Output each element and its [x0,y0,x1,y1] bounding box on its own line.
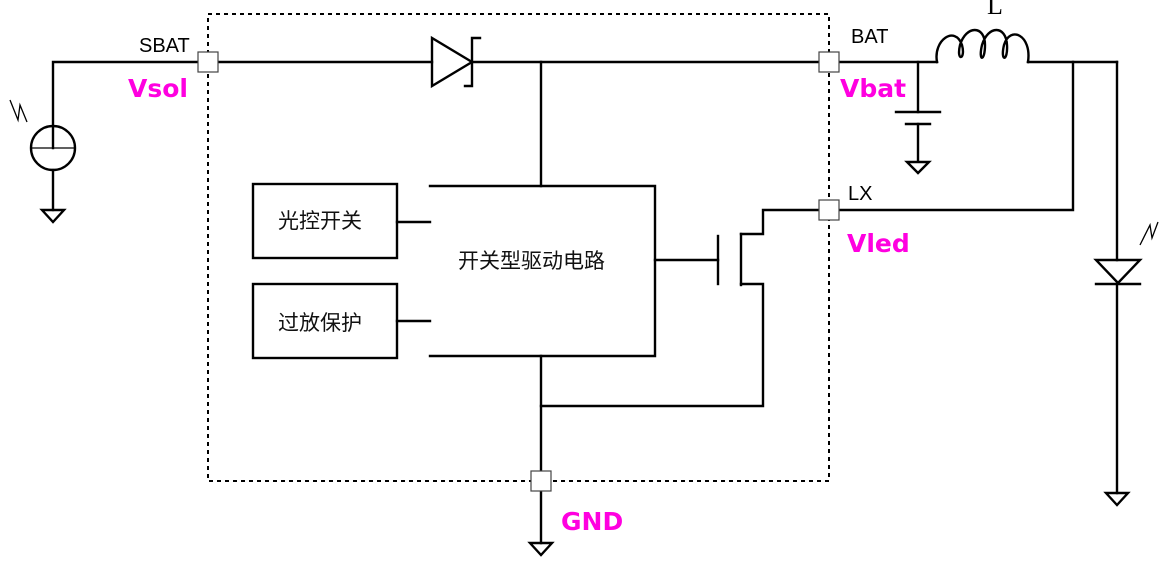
pin-label-lx: LX [848,183,872,205]
driver-block [428,184,720,358]
inductor-label: L [987,0,1003,20]
net-label-vled: Vled [847,229,910,258]
wire-vsol [51,60,210,150]
ground-icon [39,208,67,224]
inductor-icon [935,28,1030,64]
net-label-gnd: GND [561,507,623,536]
pin-sbat [197,51,219,73]
light-emission-icon [1139,221,1159,246]
ground-icon [527,541,555,557]
inductor [935,28,1030,64]
nmos-switch [716,208,831,287]
pin-gnd [530,470,552,492]
pin-label-bat: BAT [851,26,888,48]
block-label-over-discharge: 过放保护 [278,311,362,335]
ic-boundary [207,13,830,482]
pin-label-sbat: SBAT [139,35,190,57]
wire-vled [827,60,1075,212]
net-label-vsol: Vsol [128,74,188,103]
pin-lx [818,199,840,221]
led-icon [1093,258,1143,285]
pin-bat [818,51,840,73]
ground-icon [1103,491,1131,507]
net-label-vbat: Vbat [840,74,906,103]
block-label-driver: 开关型驱动电路 [458,249,605,273]
led [1093,221,1159,286]
block-label-light-control: 光控开关 [278,209,362,233]
ground-icon [904,160,932,175]
schottky-diode-icon [430,35,475,89]
light-arrow-icon [9,99,28,123]
battery [894,60,942,175]
solar-cell-source [9,60,210,224]
